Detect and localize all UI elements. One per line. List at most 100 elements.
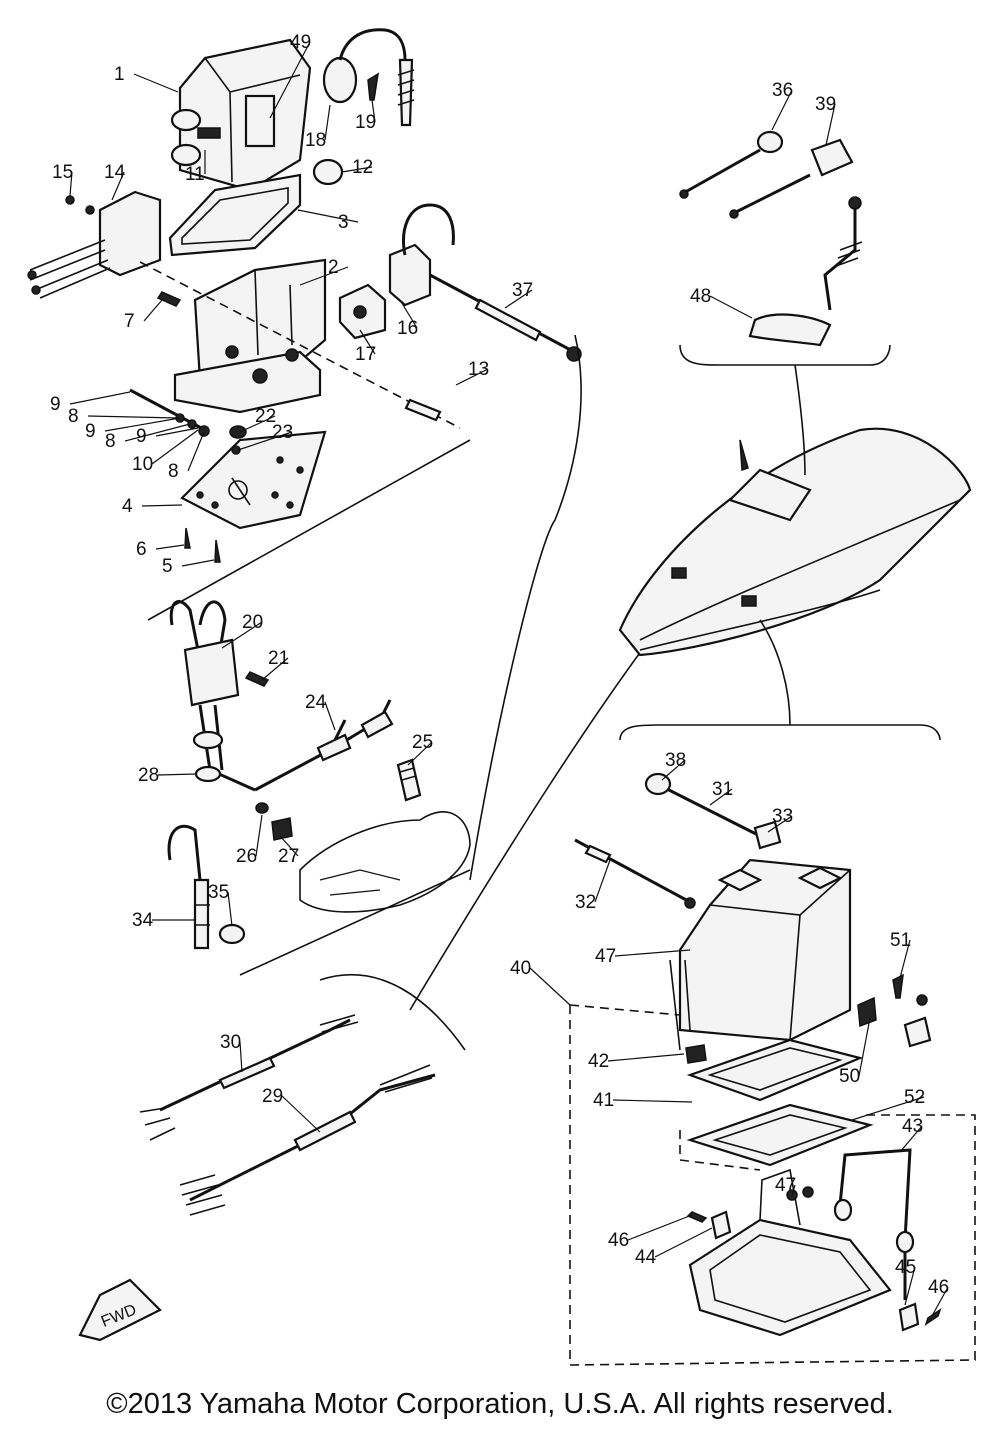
callout-label: 14 (104, 162, 126, 183)
plug-cap-26 (254, 699, 394, 792)
callout-label: 42 (588, 1051, 609, 1072)
electrical-box-cover (170, 38, 312, 192)
callout-label: 40 (510, 958, 531, 979)
fuse-holder-20 (322, 28, 415, 127)
callout-leader (407, 741, 433, 766)
bracket-46-left (710, 1210, 732, 1240)
callout-leader (297, 209, 359, 223)
callout-label: 18 (305, 130, 326, 151)
callout-label: 6 (136, 539, 147, 560)
callout-leader (612, 1099, 693, 1103)
callout-label: 26 (236, 846, 257, 867)
mounting-plate-4 (180, 430, 327, 530)
battery-pad-54 (686, 1103, 874, 1167)
callout-leader (69, 391, 131, 405)
parts-diagram: FWD (27, 28, 976, 1366)
callout-leader (279, 835, 299, 857)
callout-leader (931, 1286, 949, 1317)
callout-label: 44 (635, 1247, 657, 1268)
callout-leader (455, 368, 489, 386)
relay-18 (388, 203, 455, 307)
callout-leader (504, 289, 533, 309)
sender-41 (729, 138, 854, 219)
callout-label: 43 (902, 1116, 923, 1137)
battery-kit-42-frame (569, 1005, 976, 1366)
callout-label: 51 (890, 930, 911, 951)
fwd-arrow[interactable]: FWD (78, 1278, 162, 1342)
callout-label: 13 (468, 359, 489, 380)
callout-leader (399, 299, 418, 329)
callout-leader (143, 299, 163, 322)
callout-leader (111, 171, 125, 201)
electrical-box-body (173, 258, 327, 414)
callout-label: 36 (772, 80, 793, 101)
callout-label: 24 (305, 692, 327, 713)
callout-leader (614, 949, 691, 957)
callout-leader (371, 99, 376, 123)
battery-pad-43 (686, 1038, 864, 1102)
callout-label: 4 (122, 496, 133, 517)
battery-49 (669, 858, 852, 1051)
battery-kit-42-edge (569, 1004, 681, 1016)
callout-leader (791, 1184, 796, 1197)
callout-label: 41 (593, 1090, 614, 1111)
callout-label: 10 (132, 454, 153, 475)
group-frame-battery (619, 724, 941, 741)
engine-outline (299, 811, 471, 913)
callout-leader (69, 171, 73, 197)
callout-label: 1 (114, 64, 125, 85)
callout-label: 17 (355, 344, 376, 365)
callout-leader (904, 1266, 916, 1306)
cover-44 (685, 1044, 707, 1064)
callout-leader (899, 1125, 923, 1153)
callout-label: 15 (52, 162, 73, 183)
callout-label: 35 (208, 882, 229, 903)
callout-leader (825, 103, 836, 146)
screw-16 (65, 195, 75, 205)
callout-leader (858, 1017, 871, 1077)
callout-leader (654, 1227, 713, 1258)
callout-label: 20 (242, 612, 263, 633)
screw-6 (184, 527, 191, 549)
callout-label: 27 (278, 846, 299, 867)
callout-leader (269, 41, 311, 119)
engine-detail (319, 869, 401, 896)
screw-7 (156, 291, 182, 307)
callout-leader (299, 266, 349, 286)
callout-label: 16 (397, 318, 418, 339)
callout-label: 28 (138, 765, 159, 786)
callout-label: 5 (162, 556, 173, 577)
callout-label: 47 (775, 1175, 796, 1196)
screw-5 (214, 539, 221, 563)
bracket-46-right (898, 1302, 920, 1332)
callout-leader (237, 431, 293, 451)
callout-leader (899, 939, 911, 979)
gasket-3 (168, 173, 302, 257)
callout-label: 34 (132, 910, 154, 931)
callout-leader (155, 544, 185, 550)
callout-leader (133, 73, 179, 93)
callout-leader (181, 559, 215, 567)
callout-leader (661, 759, 686, 781)
callout-label: 12 (352, 157, 373, 178)
cap-37 (218, 923, 246, 945)
bolt-53 (892, 973, 928, 1006)
callout-label: 23 (272, 422, 293, 443)
group-frame-upper (147, 439, 471, 621)
callout-label: 9 (85, 421, 96, 442)
callout-label: 33 (772, 806, 793, 827)
callout-label: 22 (255, 406, 276, 427)
callout-leader (104, 417, 181, 432)
callout-label: 21 (268, 648, 289, 669)
washer-25 (231, 445, 241, 455)
cap-12 (312, 158, 344, 186)
callout-label: 29 (262, 1086, 283, 1107)
callout-label: 31 (712, 779, 733, 800)
cable-39 (429, 273, 582, 362)
callout-leader (227, 891, 233, 927)
leader-watercraft-battery (759, 619, 791, 726)
callout-leader (709, 788, 733, 806)
callout-label: 47 (595, 946, 616, 967)
leader-harness (469, 334, 582, 881)
